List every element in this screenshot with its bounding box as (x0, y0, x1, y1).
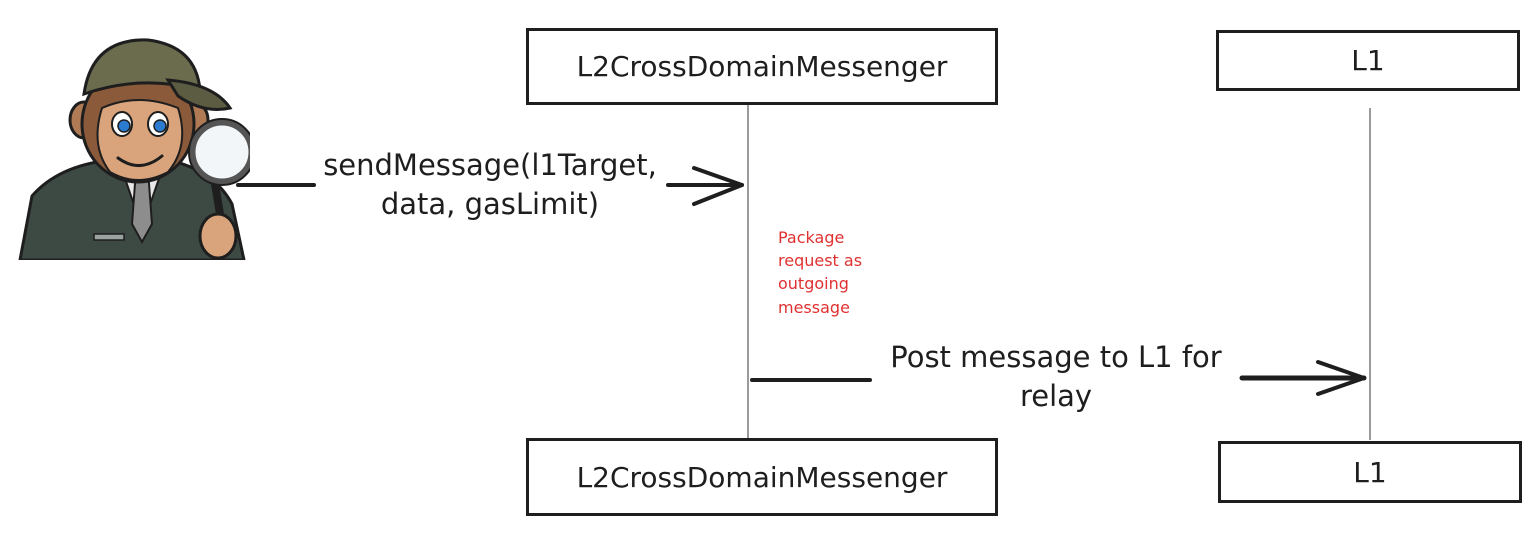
arrow-send-message-head (692, 166, 744, 206)
avatar-hat-brim (165, 78, 233, 111)
note-line: request as (778, 251, 863, 271)
avatar-glass-lens (188, 118, 250, 186)
avatar-pupil-right (153, 119, 167, 133)
avatar-pocket (93, 233, 125, 241)
detective-monkey-avatar-icon (18, 38, 250, 260)
avatar-smile (116, 154, 164, 167)
message-line: Post message to L1 for (890, 340, 1222, 374)
participant-box-l1-bottom: L1 (1218, 441, 1522, 503)
note-package-request: Package request as outgoing message (778, 226, 862, 319)
message-line: data, gasLimit) (380, 187, 600, 222)
avatar-glass-rim (188, 118, 250, 186)
message-label-send: sendMessage(l1Target, data, gasLimit) (314, 146, 666, 224)
message-label-post: Post message to L1 for relay (868, 338, 1244, 416)
participant-box-l2-top: L2CrossDomainMessenger (526, 28, 998, 105)
participant-box-l2-bottom: L2CrossDomainMessenger (526, 438, 998, 516)
avatar-face (96, 99, 184, 181)
message-line: sendMessage(l1Target, (323, 148, 657, 182)
participant-label: L2CrossDomainMessenger (576, 50, 948, 83)
participant-label: L1 (1351, 44, 1385, 77)
arrow-post-message-head (1316, 360, 1366, 396)
participant-label: L1 (1353, 455, 1387, 489)
note-line: Package (778, 228, 845, 247)
note-line: outgoing (778, 274, 849, 294)
message-line: relay (1019, 379, 1093, 414)
participant-label: L2CrossDomainMessenger (576, 460, 948, 494)
avatar-pupil-left (117, 119, 131, 133)
avatar-hand (198, 212, 238, 260)
participant-box-l1-top: L1 (1216, 30, 1520, 91)
note-line: message (778, 297, 850, 317)
